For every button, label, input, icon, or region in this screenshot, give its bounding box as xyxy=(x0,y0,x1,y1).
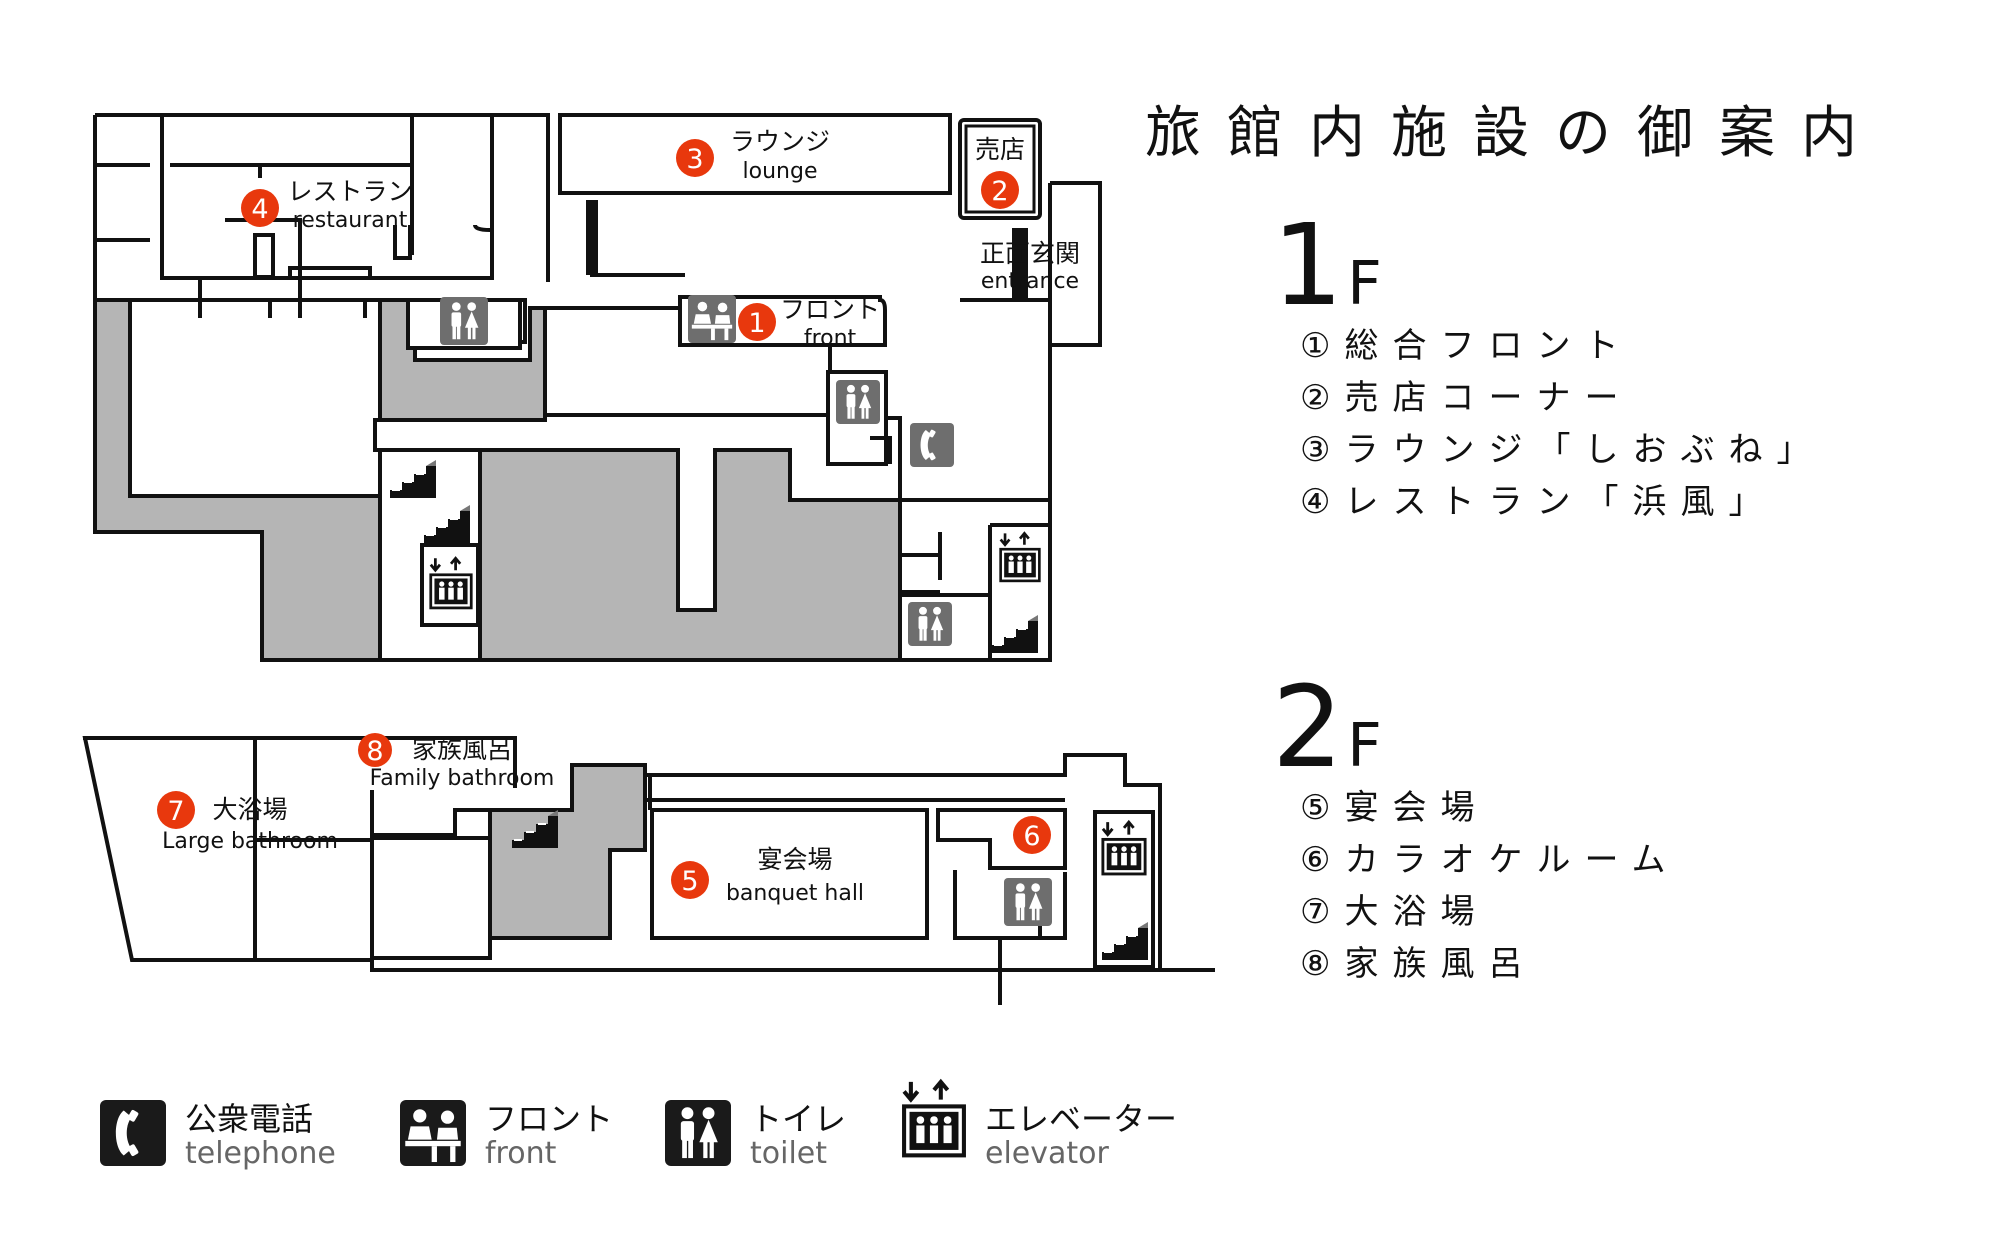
list-item: ③ラウンジ「しおぶね」 xyxy=(1300,430,1825,470)
list-item: ⑦大浴場 xyxy=(1300,892,1489,932)
stairs-icon xyxy=(991,615,1039,654)
svg-text:1: 1 xyxy=(748,308,765,339)
svg-text:restaurant: restaurant xyxy=(293,208,408,233)
svg-text:front: front xyxy=(804,326,857,351)
svg-text:toilet: toilet xyxy=(750,1136,827,1171)
svg-text:2: 2 xyxy=(991,176,1008,207)
svg-text:entrance: entrance xyxy=(981,269,1079,294)
svg-text:フロント: フロント xyxy=(485,1100,613,1138)
svg-text:トイレ: トイレ xyxy=(750,1100,846,1138)
floor-2-facility-list: ⑤宴会場 ⑥カラオケルーム ⑦大浴場 ⑧家族風呂 xyxy=(1300,782,1679,990)
svg-text:大浴場: 大浴場 xyxy=(212,795,287,824)
restaurant-label: 4 レストラン restaurant xyxy=(241,177,413,233)
floor-1-facility-list: ①総合フロント ②売店コーナー ③ラウンジ「しおぶね」 ④レストラン「浜風」 xyxy=(1300,320,1824,528)
legend-toilet: トイレ toilet xyxy=(665,1100,846,1171)
toilet-icon xyxy=(440,297,488,345)
svg-text:elevator: elevator xyxy=(985,1136,1110,1171)
svg-text:5: 5 xyxy=(681,866,698,897)
svg-text:Large bathroom: Large bathroom xyxy=(162,829,338,854)
telephone-icon xyxy=(910,423,954,467)
svg-text:宴会場: 宴会場 xyxy=(757,845,832,874)
page-title: 旅館内施設の御案内 xyxy=(1145,101,1883,166)
svg-text:banquet hall: banquet hall xyxy=(726,881,864,906)
lounge-room xyxy=(558,113,952,195)
floor-1-plan xyxy=(93,113,1102,662)
list-item: ①総合フロント xyxy=(1300,326,1633,366)
legend-elevator: エレベーター elevator xyxy=(904,1082,1177,1171)
list-item: ⑧家族風呂 xyxy=(1300,944,1537,984)
elevator-icon xyxy=(999,531,1041,583)
list-item: ②売店コーナー xyxy=(1300,378,1633,418)
toilet-icon xyxy=(836,380,880,424)
svg-text:フロント: フロント xyxy=(780,295,880,324)
family-bath-label: 8 家族風呂 Family bathroom xyxy=(358,733,554,791)
large-bath-label: 7 大浴場 Large bathroom xyxy=(157,791,338,854)
list-item: ⑥カラオケルーム xyxy=(1300,840,1680,880)
toilet-icon xyxy=(1004,878,1052,926)
svg-text:エレベーター: エレベーター xyxy=(985,1100,1177,1138)
svg-text:front: front xyxy=(485,1136,557,1171)
entrance-label: 正面玄関 entrance xyxy=(980,239,1080,294)
karaoke-label: 6 xyxy=(1013,816,1051,854)
floor-2-shaded-area xyxy=(488,763,647,940)
svg-text:6: 6 xyxy=(1023,821,1040,852)
svg-text:4: 4 xyxy=(251,194,268,225)
list-item: ④レストラン「浜風」 xyxy=(1300,482,1777,522)
svg-text:公衆電話: 公衆電話 xyxy=(185,1100,313,1138)
banquet-label: 5 宴会場 banquet hall xyxy=(671,845,864,906)
floor-2-heading: 2F xyxy=(1272,663,1382,793)
svg-text:レストラン: レストラン xyxy=(287,177,412,206)
floor-1-heading: 1F xyxy=(1272,201,1382,331)
floor-2-plan xyxy=(82,736,1215,1005)
svg-text:ラウンジ: ラウンジ xyxy=(730,127,830,156)
shop-room xyxy=(958,118,1042,220)
svg-text:8: 8 xyxy=(366,736,383,767)
svg-text:3: 3 xyxy=(686,144,703,175)
svg-text:7: 7 xyxy=(167,796,184,827)
toilet-icon xyxy=(908,602,952,646)
lounge-label: 3 ラウンジ lounge xyxy=(676,127,830,184)
svg-text:lounge: lounge xyxy=(743,159,818,184)
list-item: ⑤宴会場 xyxy=(1300,788,1489,828)
svg-text:正面玄関: 正面玄関 xyxy=(980,239,1080,268)
svg-text:売店: 売店 xyxy=(975,135,1025,164)
elevator-icon xyxy=(420,543,480,627)
legend-front: フロント front xyxy=(400,1100,613,1171)
front-desk-icon xyxy=(688,295,736,343)
svg-text:Family bathroom: Family bathroom xyxy=(370,766,555,791)
shop-label: 売店 2 xyxy=(975,135,1025,209)
svg-text:telephone: telephone xyxy=(185,1136,336,1171)
svg-text:家族風呂: 家族風呂 xyxy=(412,735,512,764)
legend-telephone: 公衆電話 telephone xyxy=(100,1100,336,1171)
front-label: 1 フロント front xyxy=(738,295,880,351)
